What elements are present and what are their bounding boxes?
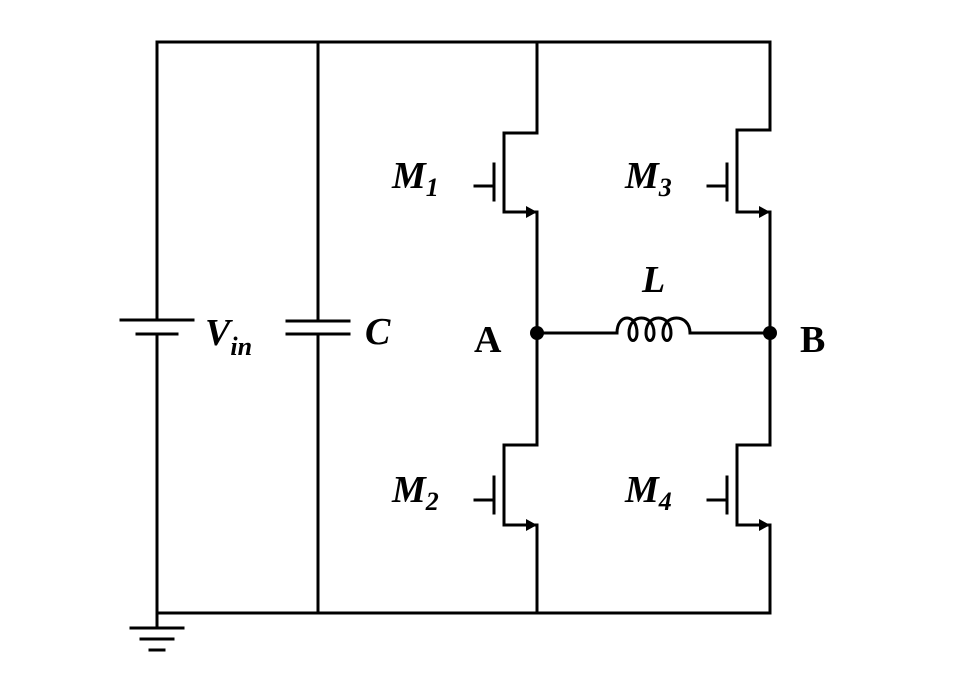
inductor-coil [615, 316, 692, 342]
node-a-dot [530, 326, 544, 340]
mosfet-m3 [706, 128, 772, 218]
m4-source-arrow-icon [759, 519, 770, 531]
vin-label: Vin [205, 312, 252, 361]
m3-source-arrow-icon [759, 206, 770, 218]
node-a-label: A [474, 319, 502, 361]
capacitor-label: C [365, 311, 391, 353]
mosfet-m2 [473, 443, 539, 531]
battery-symbol [119, 318, 195, 336]
m1-label: M1 [391, 155, 439, 202]
m1-symbol: M [391, 155, 427, 197]
m4-label: M4 [624, 469, 672, 516]
inductor-label: L [641, 259, 665, 301]
vin-subscript: in [230, 332, 252, 361]
m2-symbol: M [391, 469, 427, 511]
m3-label: M3 [624, 155, 672, 202]
m4-symbol: M [624, 469, 660, 511]
wires [155, 40, 772, 630]
m3-subscript: 3 [658, 173, 672, 202]
capacitor-symbol [285, 319, 351, 336]
mosfet-m1 [473, 131, 539, 218]
m2-source-arrow-icon [526, 519, 537, 531]
m2-subscript: 2 [425, 487, 439, 516]
node-b-dot [763, 326, 777, 340]
vin-symbol: V [205, 312, 233, 354]
m2-label: M2 [391, 469, 439, 516]
m3-symbol: M [624, 155, 660, 197]
m1-source-arrow-icon [526, 206, 537, 218]
node-b-label: B [800, 319, 825, 361]
ground-symbol [129, 626, 185, 652]
mosfet-m4 [706, 443, 772, 531]
m4-subscript: 4 [658, 487, 672, 516]
m1-subscript: 1 [426, 173, 439, 202]
